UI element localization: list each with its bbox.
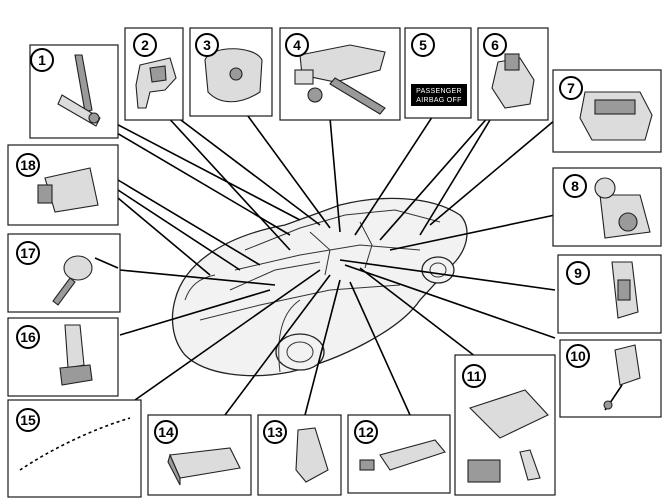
callout-3: 3 bbox=[195, 33, 219, 57]
svg-text:4: 4 bbox=[293, 37, 301, 53]
callout-8: 8 bbox=[563, 174, 587, 198]
svg-text:3: 3 bbox=[203, 37, 211, 53]
callout-12: 12 bbox=[354, 420, 378, 444]
leader-lines bbox=[104, 104, 556, 416]
callout-17: 17 bbox=[16, 241, 40, 265]
callout-14: 14 bbox=[154, 420, 178, 444]
svg-text:11: 11 bbox=[467, 368, 482, 384]
callout-13: 13 bbox=[263, 420, 287, 444]
car-illustration bbox=[171, 197, 468, 377]
callout-15: 15 bbox=[16, 408, 40, 432]
airbag-off-line-1: PASSENGER bbox=[416, 88, 462, 95]
callout-18: 18 bbox=[16, 153, 40, 177]
component-18-front-impact-sensor bbox=[7, 144, 119, 226]
svg-text:8: 8 bbox=[571, 178, 579, 194]
svg-text:17: 17 bbox=[20, 245, 36, 261]
callout-7: 7 bbox=[559, 76, 583, 100]
svg-text:13: 13 bbox=[267, 424, 283, 440]
svg-text:9: 9 bbox=[574, 265, 582, 281]
airbag-off-line-2: AIRBAG OFF bbox=[416, 97, 461, 104]
callout-4: 4 bbox=[285, 33, 309, 57]
callout-1: 1 bbox=[30, 48, 54, 72]
svg-text:1: 1 bbox=[38, 52, 46, 68]
svg-text:10: 10 bbox=[570, 348, 586, 364]
svg-text:12: 12 bbox=[358, 424, 374, 440]
svg-text:18: 18 bbox=[20, 157, 36, 173]
component-5-passenger-airbag-off-indicator: PASSENGER AIRBAG OFF bbox=[404, 27, 472, 119]
component-14-srs-control-unit bbox=[147, 414, 252, 496]
callout-6: 6 bbox=[483, 33, 507, 57]
svg-text:5: 5 bbox=[419, 37, 427, 53]
component-3-driver-airbag-module bbox=[189, 27, 273, 117]
callout-9: 9 bbox=[566, 261, 590, 285]
svg-text:14: 14 bbox=[158, 424, 174, 440]
callout-10: 10 bbox=[566, 344, 590, 368]
svg-text:7: 7 bbox=[567, 80, 575, 96]
component-16-buckle-pretensioner bbox=[7, 317, 119, 397]
svg-text:15: 15 bbox=[20, 412, 36, 428]
svg-text:2: 2 bbox=[141, 37, 149, 53]
svg-text:16: 16 bbox=[20, 329, 36, 345]
callout-2: 2 bbox=[133, 33, 157, 57]
svg-text:6: 6 bbox=[491, 37, 499, 53]
callout-16: 16 bbox=[16, 325, 40, 349]
callout-badges: 1 2 3 4 5 6 7 8 9 10 11 12 13 14 15 16 1… bbox=[16, 33, 590, 444]
callout-11: 11 bbox=[462, 364, 486, 388]
callout-5: 5 bbox=[411, 33, 435, 57]
